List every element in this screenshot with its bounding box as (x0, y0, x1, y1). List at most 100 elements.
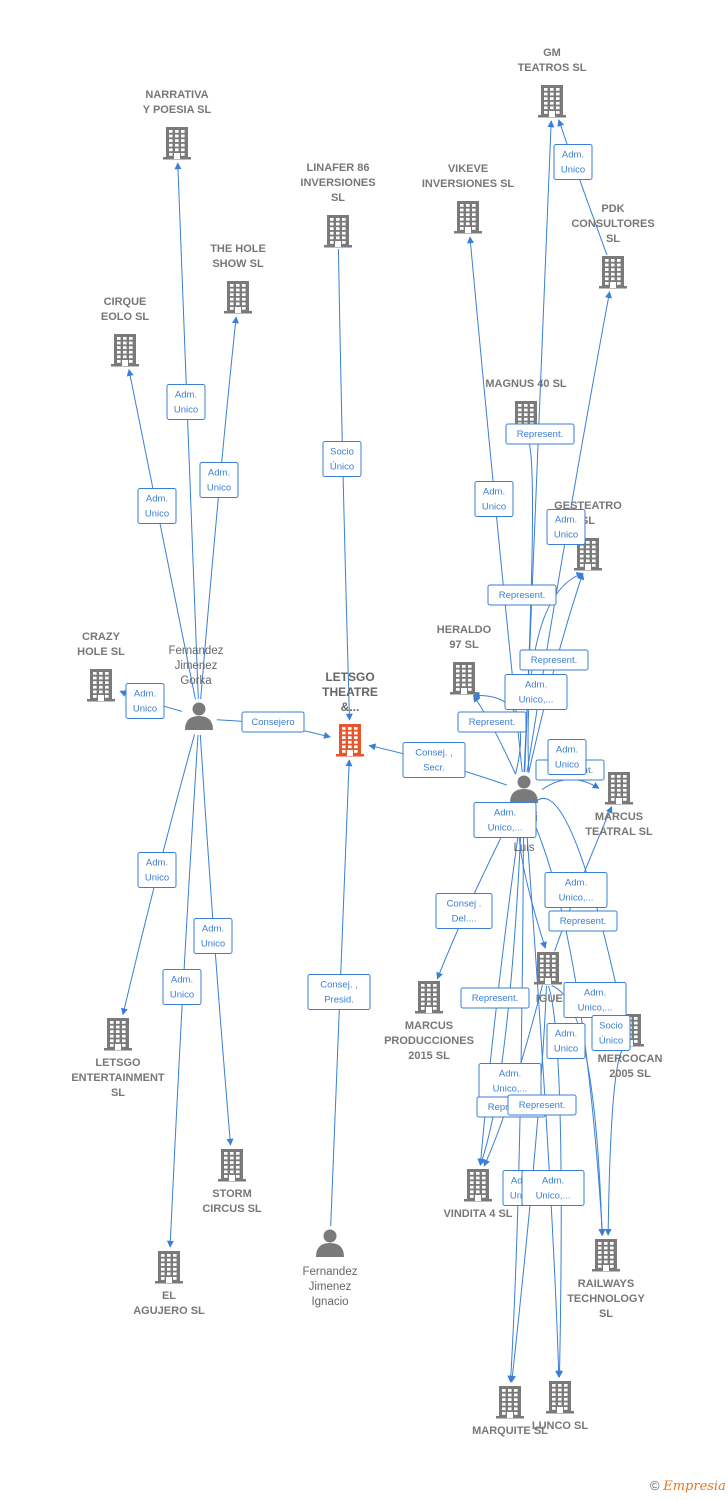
edge-label[interactable]: Consej. ,Secr. (402, 742, 466, 778)
edge-label[interactable]: Consej .Del.... (435, 893, 493, 929)
edge-label-text: Adm. (175, 390, 197, 401)
edge-label[interactable]: Consejero (241, 711, 305, 733)
edge-label[interactable]: Adm.Unico,... (544, 872, 608, 908)
edge-pdk-gmteatros (557, 119, 608, 256)
edge-label-text: Unico,... (488, 823, 523, 834)
edge-label-text: Unico (201, 939, 225, 950)
building-icon (454, 201, 482, 234)
company-name: NARRATIVA (145, 89, 208, 101)
company-name: STORM (212, 1188, 252, 1200)
edge-label[interactable]: Adm. Unico (547, 739, 587, 775)
copyright-symbol: © (650, 1478, 660, 1493)
person-name: Jimenez (175, 660, 218, 672)
building-icon (324, 215, 352, 248)
center-company-node[interactable]: LETSGOTHEATRE&... (322, 670, 378, 757)
edge-label-text: Adm. (556, 745, 578, 756)
company-name: ENTERTAINMENT (71, 1072, 165, 1084)
person-icon (316, 1229, 344, 1257)
footer: © Empresia (650, 1478, 726, 1494)
edge-label-text: Adm. (494, 808, 516, 819)
person-name: Jimenez (309, 1281, 352, 1293)
company-name: SL (599, 1308, 613, 1320)
edge-label-text: Unico (555, 760, 579, 771)
edge-label-box (548, 910, 618, 932)
edge-label[interactable]: Adm.Unico (137, 852, 177, 888)
edge-label[interactable]: Adm.Unico (553, 144, 593, 180)
edge-label-box (402, 742, 466, 778)
edge-label[interactable]: Adm. Unico (125, 683, 165, 719)
edge-label[interactable]: Adm.Unico (474, 481, 514, 517)
edge-label[interactable]: Adm.Unico (546, 509, 586, 545)
edge-label-text: Consej. , (320, 980, 358, 991)
company-name: MARQUITE SL (472, 1425, 548, 1437)
company-name: EL (162, 1290, 176, 1302)
edge-label-text: Represent. (499, 590, 545, 601)
building-icon (534, 952, 562, 985)
edge-label-text: Adm. (555, 515, 577, 526)
edge-label-box (435, 893, 493, 929)
edge-label[interactable]: Represent. (487, 584, 557, 606)
edge-label-box (460, 987, 530, 1009)
company-name: PDK (601, 203, 624, 215)
edge-label[interactable]: Represent. (507, 1094, 577, 1116)
edge-label-box (322, 441, 362, 477)
edge-label[interactable]: Consej. , Presid. (307, 974, 371, 1010)
edge-label[interactable]: Represent. (519, 649, 589, 671)
company-name: 2015 SL (408, 1050, 450, 1062)
edge-label[interactable]: Adm. Unico (166, 384, 206, 420)
edge-label[interactable]: Represent. (460, 987, 530, 1009)
edge-label-text: Unico (133, 704, 157, 715)
edge-label[interactable]: Represent. (457, 711, 527, 733)
edge-label[interactable]: Adm.Unico,... (504, 674, 568, 710)
company-name: GM (543, 47, 561, 59)
building-icon (87, 669, 115, 702)
company-node-igues[interactable]: IGUES (534, 952, 570, 1005)
edge-label[interactable]: Adm.Unico (193, 918, 233, 954)
edge-label[interactable]: Adm.Unico,... (563, 982, 627, 1018)
company-node-marquite[interactable]: MARQUITE SL (472, 1386, 548, 1437)
edge-label[interactable]: Adm.Unico (199, 462, 239, 498)
edge-label[interactable]: Adm.Unico,... (478, 1063, 542, 1099)
edge-label[interactable]: Adm.Unico (546, 1023, 586, 1059)
edge-label-text: Presid. (324, 995, 354, 1006)
edge-label-text: Adm. (134, 689, 156, 700)
edge-luis-marquite (507, 807, 525, 1383)
edge-label[interactable]: Represent. (505, 423, 575, 445)
edge-label-text: Unico,... (559, 893, 594, 904)
edge-label[interactable]: Represent. (548, 910, 618, 932)
edge-label[interactable]: Adm.Unico (137, 488, 177, 524)
company-name: LETSGO (95, 1057, 141, 1069)
brand-logo[interactable]: Empresia (663, 1479, 726, 1494)
center-company-name: THEATRE (322, 685, 378, 699)
edge-luis-marcusteatral (541, 779, 600, 791)
company-node-vindita[interactable]: VINDITA 4 SL (443, 1169, 513, 1220)
edge-label-text: Unico (174, 405, 198, 416)
company-node-lunco[interactable]: LUNCO SL (532, 1381, 589, 1432)
person-icon (510, 775, 538, 803)
edge-label[interactable]: Adm.Unico,... (521, 1170, 585, 1206)
edge-label[interactable]: Adm. Unico,... (473, 802, 537, 838)
edge-label[interactable]: Adm.Unico (162, 969, 202, 1005)
edge-label-box (474, 481, 514, 517)
